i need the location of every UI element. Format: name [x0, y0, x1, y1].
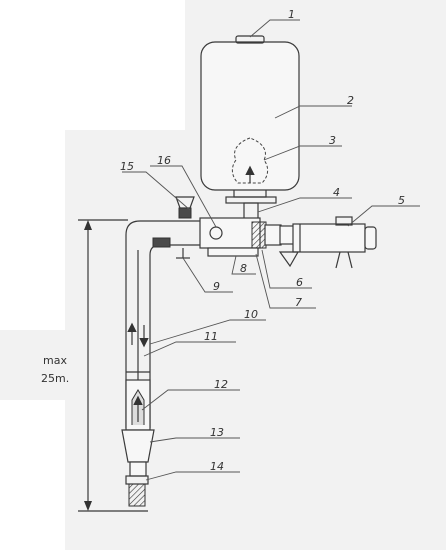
label-15: 15 [120, 160, 134, 173]
label-6: 6 [296, 276, 303, 289]
ejector [125, 379, 151, 431]
label-14: 14 [210, 460, 224, 473]
label-12: 12 [214, 378, 228, 391]
membrane [231, 137, 269, 184]
label-9: 9 [213, 280, 220, 293]
label-3: 3 [329, 134, 336, 147]
label-5: 5 [398, 194, 405, 207]
max-depth-label: max [43, 354, 67, 367]
height-dimension [78, 219, 148, 512]
priming-funnel [175, 196, 195, 219]
pump-body [199, 217, 295, 257]
pressure-tank [200, 35, 300, 221]
label-10: 10 [244, 308, 258, 321]
label-4: 4 [333, 186, 340, 199]
motor [278, 216, 377, 269]
callout-leaders [122, 19, 420, 481]
label-7: 7 [295, 296, 302, 309]
max-depth-value: 25m. [41, 372, 69, 385]
label-2: 2 [347, 94, 354, 107]
label-13: 13 [210, 426, 224, 439]
label-8: 8 [240, 262, 247, 275]
label-1: 1 [288, 8, 295, 21]
foot-valve-strainer [121, 429, 155, 507]
label-16: 16 [157, 154, 171, 167]
label-11: 11 [204, 330, 218, 343]
